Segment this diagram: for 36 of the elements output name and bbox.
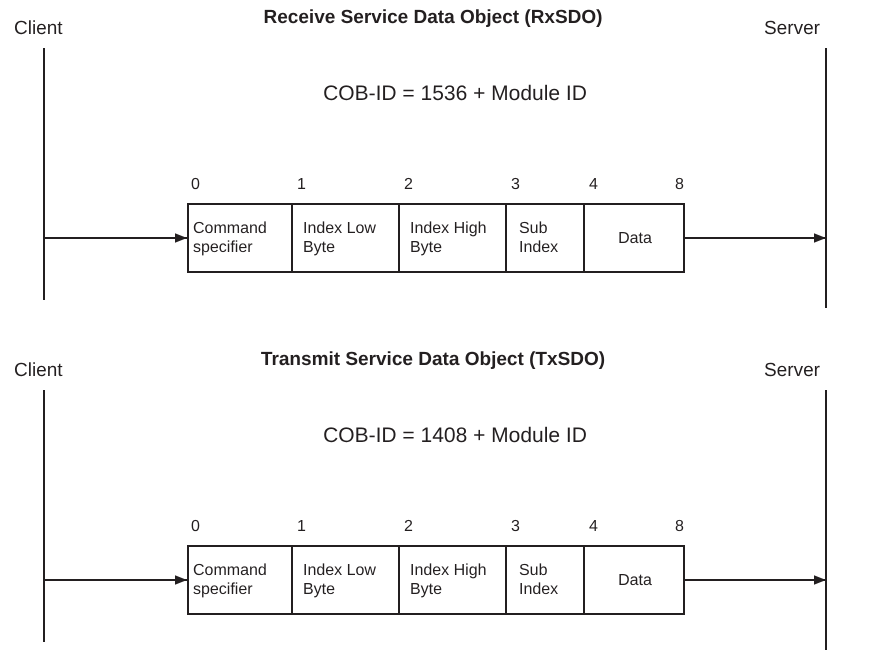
- frame-field: Index High Byte: [400, 547, 507, 613]
- frame-field: Index High Byte: [400, 205, 507, 271]
- arrow: [685, 233, 826, 243]
- byte-offset-number: 0: [191, 518, 200, 536]
- section-title: Transmit Service Data Object (TxSDO): [260, 349, 606, 371]
- byte-offset-number: 8: [675, 518, 684, 536]
- frame-field: Command specifier: [187, 547, 293, 613]
- arrow: [44, 233, 187, 243]
- byte-offset-number: 1: [297, 518, 306, 536]
- participant-label: Server: [764, 18, 820, 40]
- byte-offset-number: 4: [589, 518, 598, 536]
- participant-label: Client: [14, 360, 63, 382]
- byte-offset-number: 8: [675, 176, 684, 194]
- byte-offset-number: 4: [589, 176, 598, 194]
- cob-id-formula: COB-ID = 1408 + Module ID: [323, 424, 587, 448]
- byte-offset-number: 3: [511, 176, 520, 194]
- byte-offset-number: 3: [511, 518, 520, 536]
- participant-label: Server: [764, 360, 820, 382]
- cob-id-formula: COB-ID = 1536 + Module ID: [323, 82, 587, 106]
- frame-field: Command specifier: [187, 205, 293, 271]
- byte-offset-number: 0: [191, 176, 200, 194]
- frame-field: Data: [585, 205, 685, 271]
- message-frame: [187, 203, 685, 273]
- participant-label: Client: [14, 18, 63, 40]
- frame-field: Data: [585, 547, 685, 613]
- frame-field: Sub Index: [507, 205, 585, 271]
- byte-offset-number: 2: [404, 518, 413, 536]
- arrow: [44, 575, 187, 585]
- arrow: [685, 575, 826, 585]
- byte-offset-number: 1: [297, 176, 306, 194]
- message-frame: [187, 545, 685, 615]
- section-title: Receive Service Data Object (RxSDO): [264, 7, 602, 29]
- byte-offset-number: 2: [404, 176, 413, 194]
- frame-field: Index Low Byte: [293, 547, 400, 613]
- frame-field: Index Low Byte: [293, 205, 400, 271]
- frame-field: Sub Index: [507, 547, 585, 613]
